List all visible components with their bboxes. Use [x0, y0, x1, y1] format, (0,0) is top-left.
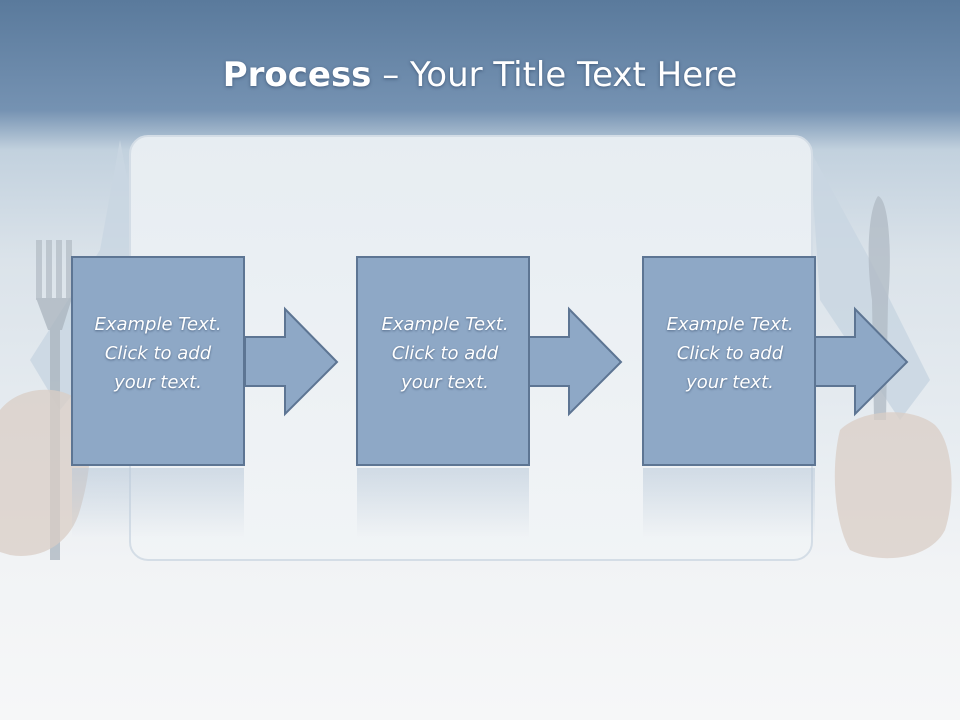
process-step-1[interactable] [71, 256, 339, 466]
right-hand [834, 412, 952, 559]
left-hand [0, 389, 91, 556]
process-step-3[interactable] [642, 256, 909, 466]
step-text-line: your text. [401, 372, 489, 393]
person-right-arm [810, 150, 930, 420]
step-text-line: your text. [114, 372, 202, 393]
step-text-line: Click to add [104, 343, 212, 364]
process-step-2[interactable] [356, 256, 623, 466]
process-step-1-text[interactable]: Example Text. Click to add your text. [68, 310, 248, 397]
box-reflection [72, 468, 244, 538]
box-reflection [643, 468, 815, 538]
box-reflection [357, 468, 529, 538]
slide-title[interactable]: Process – Your Title Text Here [0, 50, 960, 100]
step-text-line: Click to add [676, 343, 784, 364]
step-text-line: Example Text. [381, 314, 509, 335]
slide-title-rest: – Your Title Text Here [371, 55, 738, 95]
slide-title-strong: Process [222, 55, 372, 95]
step-text-line: Example Text. [94, 314, 222, 335]
step-text-line: your text. [686, 372, 774, 393]
step-text-line: Click to add [391, 343, 499, 364]
process-step-2-text[interactable]: Example Text. Click to add your text. [355, 310, 535, 397]
process-step-3-text[interactable]: Example Text. Click to add your text. [640, 310, 820, 397]
step-text-line: Example Text. [666, 314, 794, 335]
